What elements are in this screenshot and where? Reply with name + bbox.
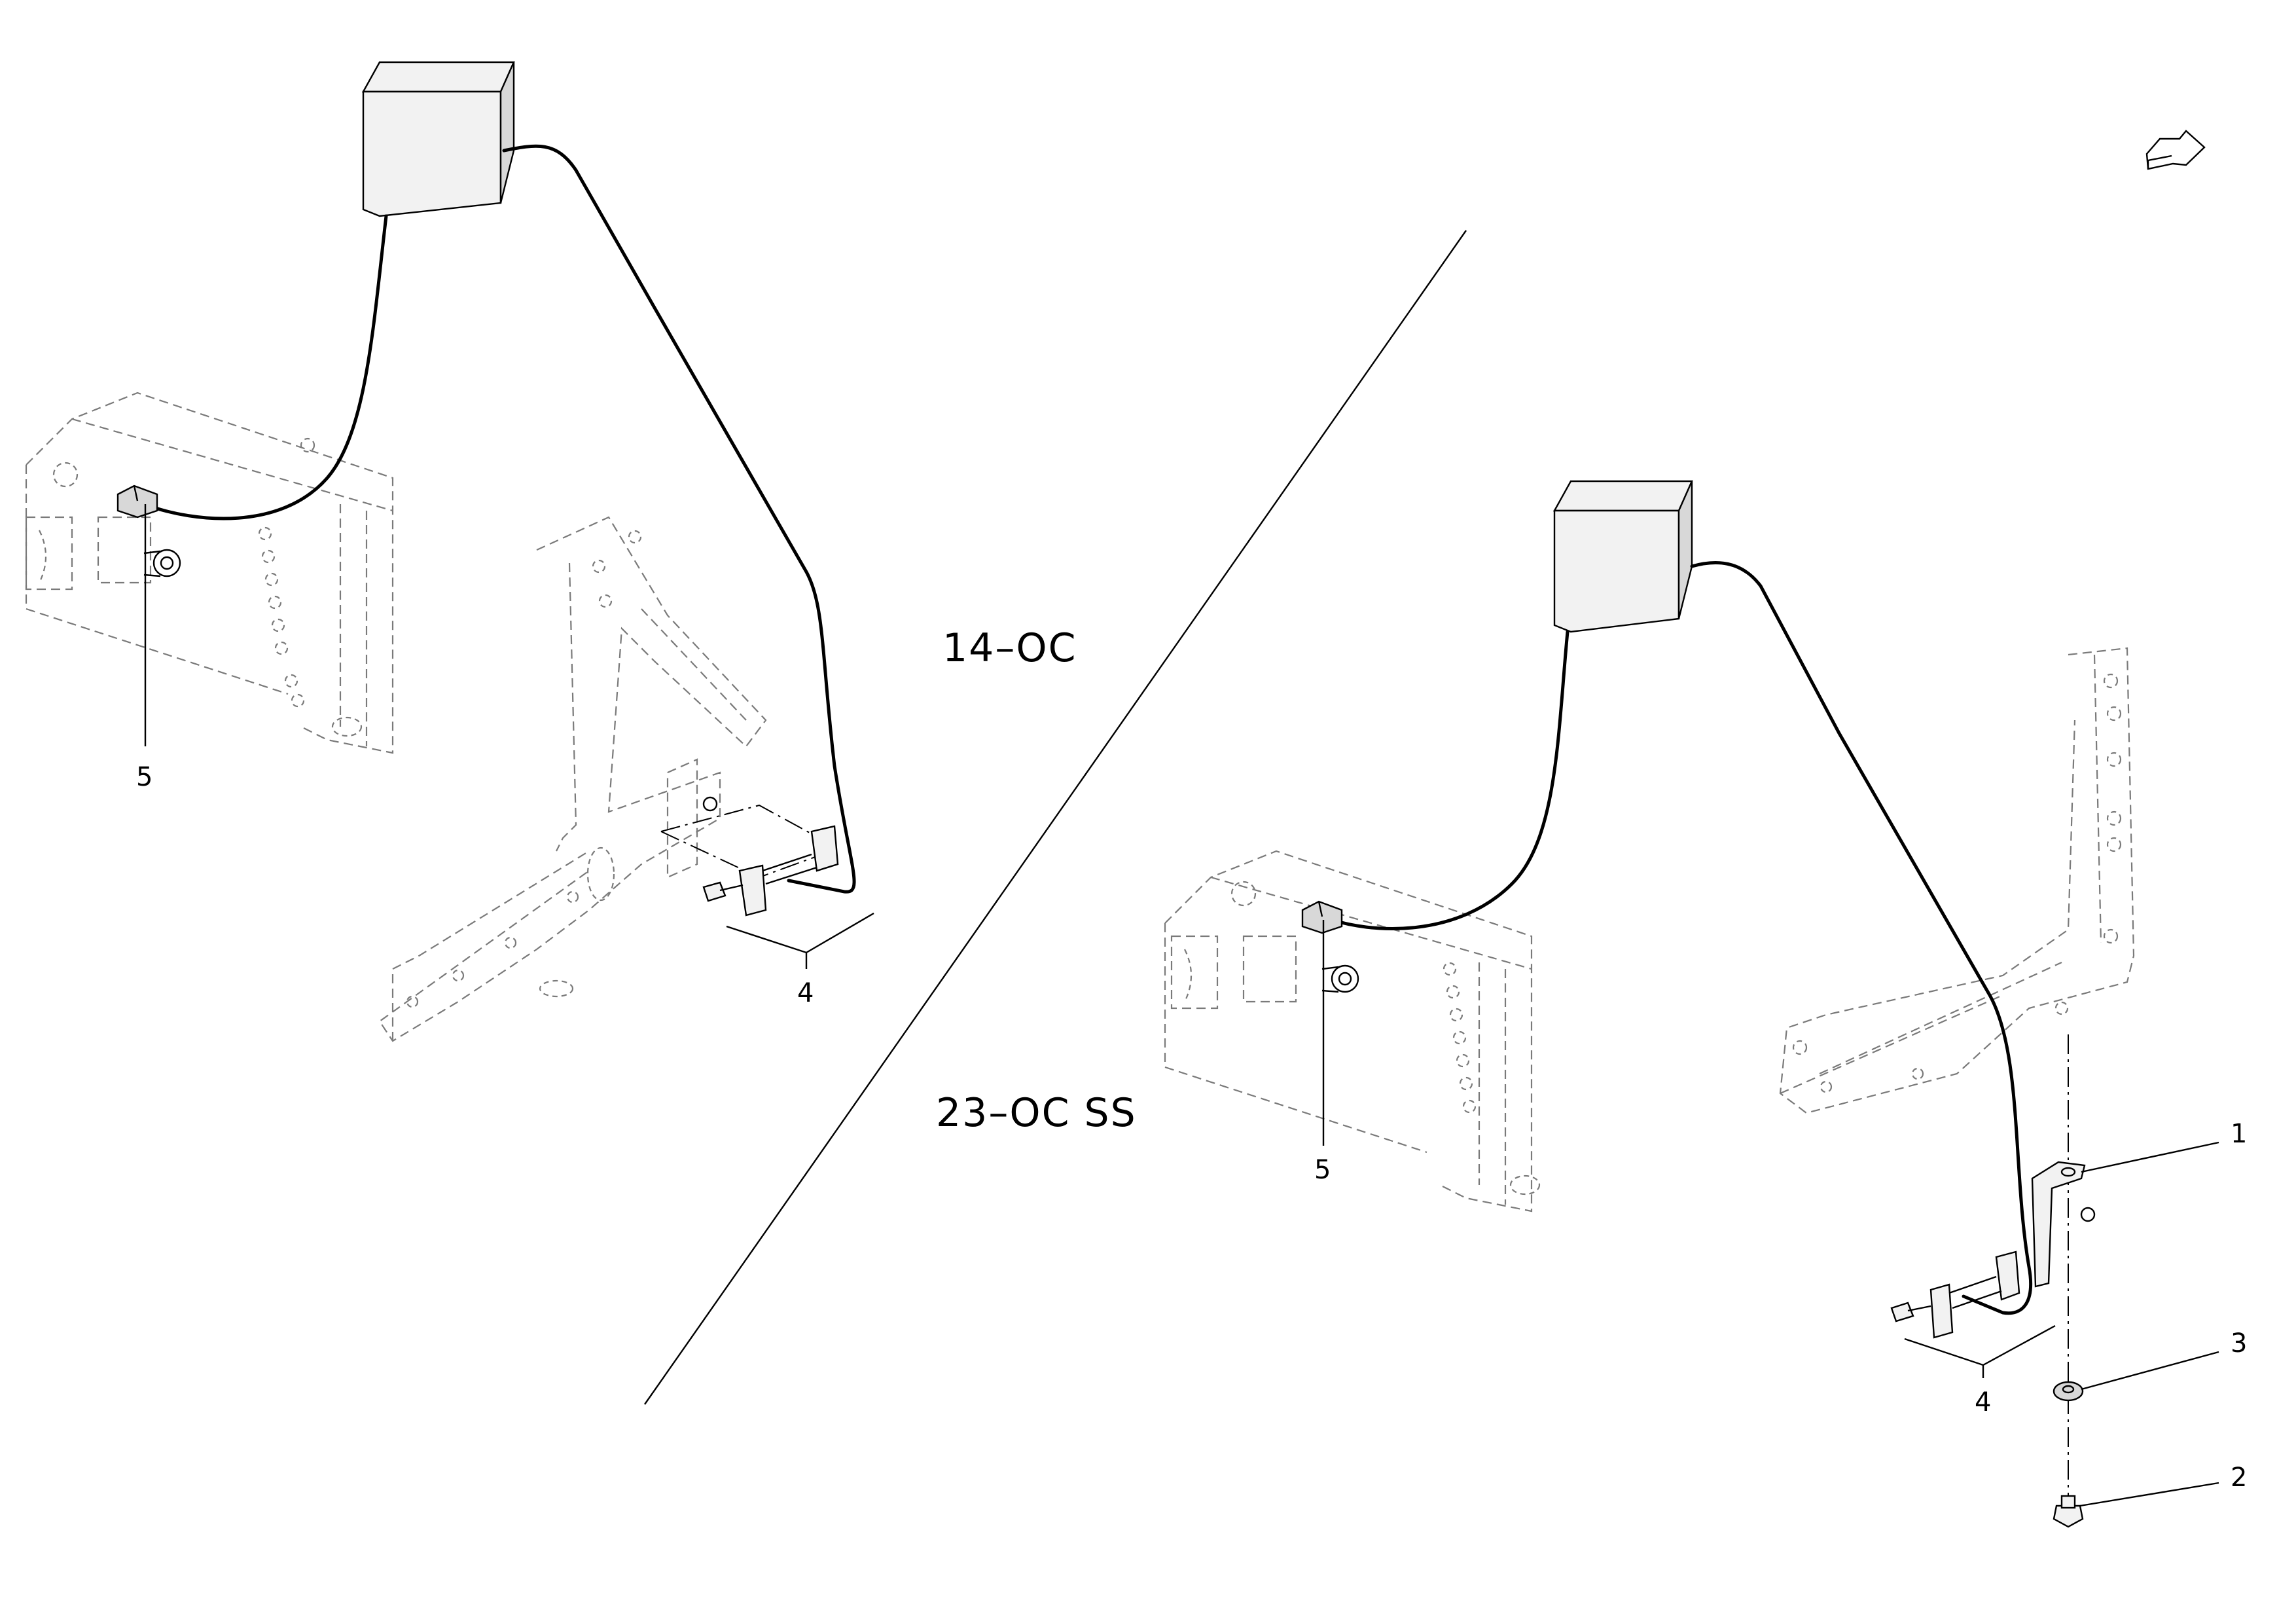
left-frame-beam [25, 392, 394, 754]
right-bolt-part-2 [2053, 1495, 2084, 1528]
right-sensor [1301, 900, 1343, 934]
callout-right-5: 5 [1314, 1155, 1331, 1185]
right-monitor-box [1552, 480, 1693, 633]
right-frame-beam [1164, 850, 1541, 1213]
right-leader-2 [2079, 1482, 2219, 1507]
right-leader-3 [2081, 1351, 2219, 1391]
right-frame-arm [1779, 647, 2135, 1114]
right-leader-4 [1904, 1324, 2056, 1366]
right-bracket-part-1 [2031, 1161, 2096, 1288]
right-sensor-cable [1320, 560, 2033, 1315]
callout-left-4: 4 [797, 978, 814, 1008]
left-leader-4 [726, 912, 874, 954]
left-sensor [117, 484, 158, 519]
right-leader-1 [2081, 1141, 2219, 1173]
left-monitor-box [361, 61, 515, 217]
right-bracket-kit [1890, 1250, 2020, 1339]
left-bracket-kit [660, 796, 839, 917]
left-sensor-cable [142, 144, 856, 894]
model-label-left: 14–OC [942, 625, 1077, 671]
callout-right-4: 4 [1975, 1387, 1991, 1417]
left-hitch-pin [143, 549, 181, 577]
left-frame-arm [378, 516, 767, 1042]
callout-right-2: 2 [2231, 1463, 2247, 1493]
callout-left-5: 5 [136, 762, 152, 792]
divider-line [644, 230, 1467, 1405]
callout-right-3: 3 [2231, 1328, 2247, 1359]
model-label-right: 23–OC SS [936, 1090, 1137, 1136]
left-view [25, 61, 874, 1042]
right-hitch-pin [1321, 964, 1359, 993]
right-view [1164, 480, 2219, 1528]
callout-right-1: 1 [2231, 1119, 2247, 1149]
right-washer-part-3 [2053, 1381, 2084, 1402]
front-direction-arrow-icon [2145, 130, 2206, 170]
